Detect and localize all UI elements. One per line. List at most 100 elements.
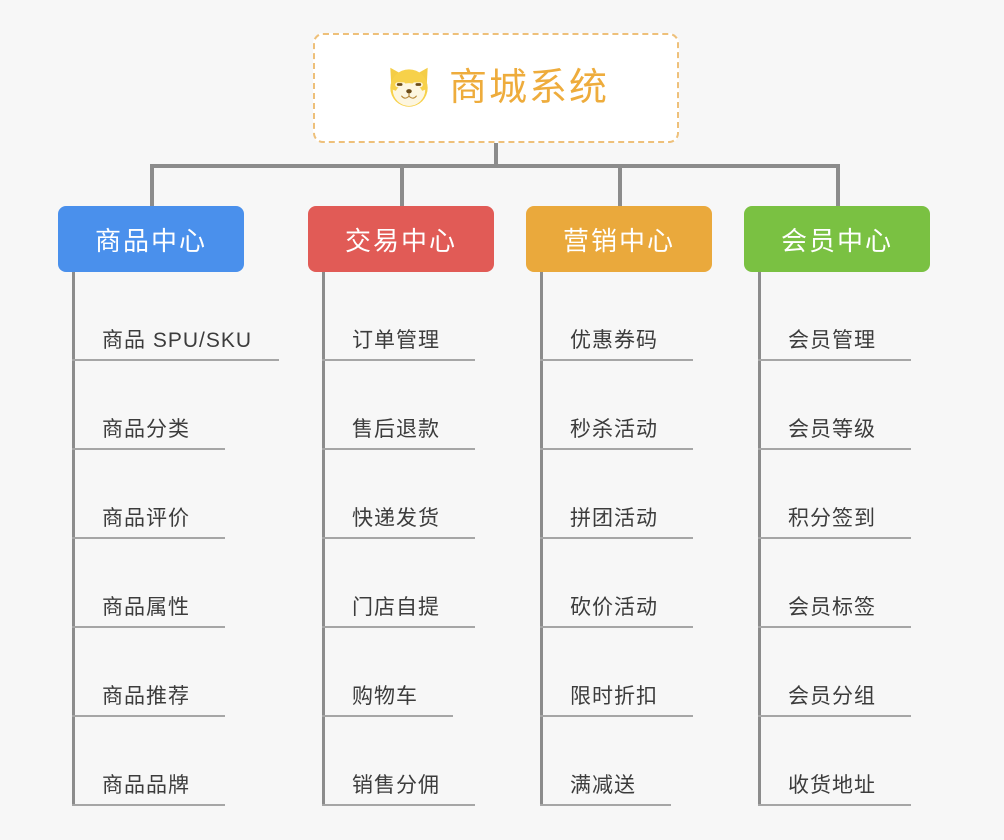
leaf-item[interactable]: 拼团活动 xyxy=(540,450,726,539)
branch-header-4[interactable]: 会员中心 xyxy=(744,206,930,272)
leaf-rule xyxy=(540,804,671,806)
root-node[interactable]: 商城系统 xyxy=(313,33,679,143)
leaf-rule xyxy=(540,537,693,539)
leaf-item[interactable]: 购物车 xyxy=(322,628,508,717)
connector-horizontal-bus xyxy=(150,164,840,168)
leaf-label: 会员等级 xyxy=(788,418,876,441)
leaf-label: 订单管理 xyxy=(352,329,440,352)
leaf-rule xyxy=(758,448,911,450)
leaf-label: 收货地址 xyxy=(788,774,876,797)
leaf-item[interactable]: 优惠券码 xyxy=(540,272,726,361)
branch-column-1: 商品中心 商品 SPU/SKU 商品分类 商品评价 商品属性 商品推荐 xyxy=(58,206,288,806)
leaf-label: 拼团活动 xyxy=(570,507,658,530)
leaf-item[interactable]: 商品分类 xyxy=(72,361,288,450)
leaf-rule xyxy=(322,359,475,361)
leaf-rule xyxy=(72,626,225,628)
leaf-item[interactable]: 销售分佣 xyxy=(322,717,508,806)
root-title: 商城系统 xyxy=(448,67,609,109)
leaf-label: 门店自提 xyxy=(352,596,440,619)
leaf-label: 商品分类 xyxy=(102,418,190,441)
connector-drop-4 xyxy=(836,164,840,208)
branch-leaves-4: 会员管理 会员等级 积分签到 会员标签 会员分组 收货地址 xyxy=(758,272,944,806)
leaf-item[interactable]: 收货地址 xyxy=(758,717,944,806)
leaf-label: 商品属性 xyxy=(102,596,190,619)
leaf-item[interactable]: 商品 SPU/SKU xyxy=(72,272,288,361)
leaf-item[interactable]: 积分签到 xyxy=(758,450,944,539)
leaf-rule xyxy=(758,804,911,806)
leaf-item[interactable]: 会员管理 xyxy=(758,272,944,361)
leaf-rule xyxy=(72,804,225,806)
leaf-item[interactable]: 商品属性 xyxy=(72,539,288,628)
branch-spine-4 xyxy=(758,272,761,806)
leaf-label: 商品 SPU/SKU xyxy=(102,329,253,352)
leaf-label: 快递发货 xyxy=(352,507,440,530)
leaf-item[interactable]: 商品评价 xyxy=(72,450,288,539)
branch-header-label-3: 营销中心 xyxy=(562,225,675,256)
leaf-label: 限时折扣 xyxy=(570,685,658,708)
branch-header-2[interactable]: 交易中心 xyxy=(308,206,494,272)
branch-leaves-1: 商品 SPU/SKU 商品分类 商品评价 商品属性 商品推荐 商品品牌 xyxy=(72,272,288,806)
leaf-rule xyxy=(540,448,693,450)
leaf-rule xyxy=(322,626,475,628)
leaf-rule xyxy=(758,359,911,361)
leaf-label: 商品推荐 xyxy=(102,685,190,708)
leaf-rule xyxy=(540,715,693,717)
leaf-item[interactable]: 门店自提 xyxy=(322,539,508,628)
leaf-label: 砍价活动 xyxy=(570,596,658,619)
leaf-rule xyxy=(72,537,225,539)
leaf-rule xyxy=(72,448,225,450)
leaf-rule xyxy=(322,715,453,717)
leaf-item[interactable]: 砍价活动 xyxy=(540,539,726,628)
connector-drop-3 xyxy=(618,164,622,208)
branch-header-3[interactable]: 营销中心 xyxy=(526,206,712,272)
branch-spine-3 xyxy=(540,272,543,806)
connector-drop-1 xyxy=(150,164,154,208)
branch-column-3: 营销中心 优惠券码 秒杀活动 拼团活动 砍价活动 限时折扣 xyxy=(526,206,726,806)
leaf-rule xyxy=(72,715,225,717)
leaf-item[interactable]: 会员分组 xyxy=(758,628,944,717)
branch-spine-2 xyxy=(322,272,325,806)
leaf-item[interactable]: 订单管理 xyxy=(322,272,508,361)
branch-spine-1 xyxy=(72,272,75,806)
leaf-item[interactable]: 快递发货 xyxy=(322,450,508,539)
leaf-item[interactable]: 商品推荐 xyxy=(72,628,288,717)
leaf-item[interactable]: 会员标签 xyxy=(758,539,944,628)
leaf-label: 商品品牌 xyxy=(102,774,190,797)
leaf-rule xyxy=(72,359,279,361)
leaf-item[interactable]: 会员等级 xyxy=(758,361,944,450)
leaf-rule xyxy=(758,626,911,628)
branch-header-label-2: 交易中心 xyxy=(344,225,457,256)
leaf-item[interactable]: 满减送 xyxy=(540,717,726,806)
leaf-label: 会员分组 xyxy=(788,685,876,708)
branch-leaves-3: 优惠券码 秒杀活动 拼团活动 砍价活动 限时折扣 满减送 xyxy=(540,272,726,806)
leaf-label: 购物车 xyxy=(352,685,418,708)
leaf-label: 销售分佣 xyxy=(352,774,440,797)
branch-leaves-2: 订单管理 售后退款 快递发货 门店自提 购物车 销售分佣 xyxy=(322,272,508,806)
leaf-label: 优惠券码 xyxy=(570,329,658,352)
leaf-item[interactable]: 商品品牌 xyxy=(72,717,288,806)
connector-root-stem xyxy=(494,143,498,166)
branch-column-2: 交易中心 订单管理 售后退款 快递发货 门店自提 购物车 xyxy=(308,206,508,806)
leaf-label: 会员标签 xyxy=(788,596,876,619)
branch-column-4: 会员中心 会员管理 会员等级 积分签到 会员标签 会员分组 xyxy=(744,206,944,806)
leaf-rule xyxy=(322,804,475,806)
leaf-label: 积分签到 xyxy=(788,507,876,530)
leaf-rule xyxy=(322,448,475,450)
leaf-label: 秒杀活动 xyxy=(570,418,658,441)
leaf-label: 售后退款 xyxy=(352,418,440,441)
leaf-item[interactable]: 限时折扣 xyxy=(540,628,726,717)
leaf-rule xyxy=(758,715,911,717)
leaf-rule xyxy=(540,359,693,361)
leaf-item[interactable]: 秒杀活动 xyxy=(540,361,726,450)
leaf-item[interactable]: 售后退款 xyxy=(322,361,508,450)
branch-header-label-1: 商品中心 xyxy=(94,225,207,256)
leaf-rule xyxy=(540,626,693,628)
leaf-label: 满减送 xyxy=(570,774,636,797)
connector-drop-2 xyxy=(400,164,404,208)
shiba-dog-face-icon xyxy=(383,62,435,114)
leaf-label: 会员管理 xyxy=(788,329,876,352)
leaf-rule xyxy=(322,537,475,539)
leaf-rule xyxy=(758,537,911,539)
branch-header-1[interactable]: 商品中心 xyxy=(58,206,244,272)
